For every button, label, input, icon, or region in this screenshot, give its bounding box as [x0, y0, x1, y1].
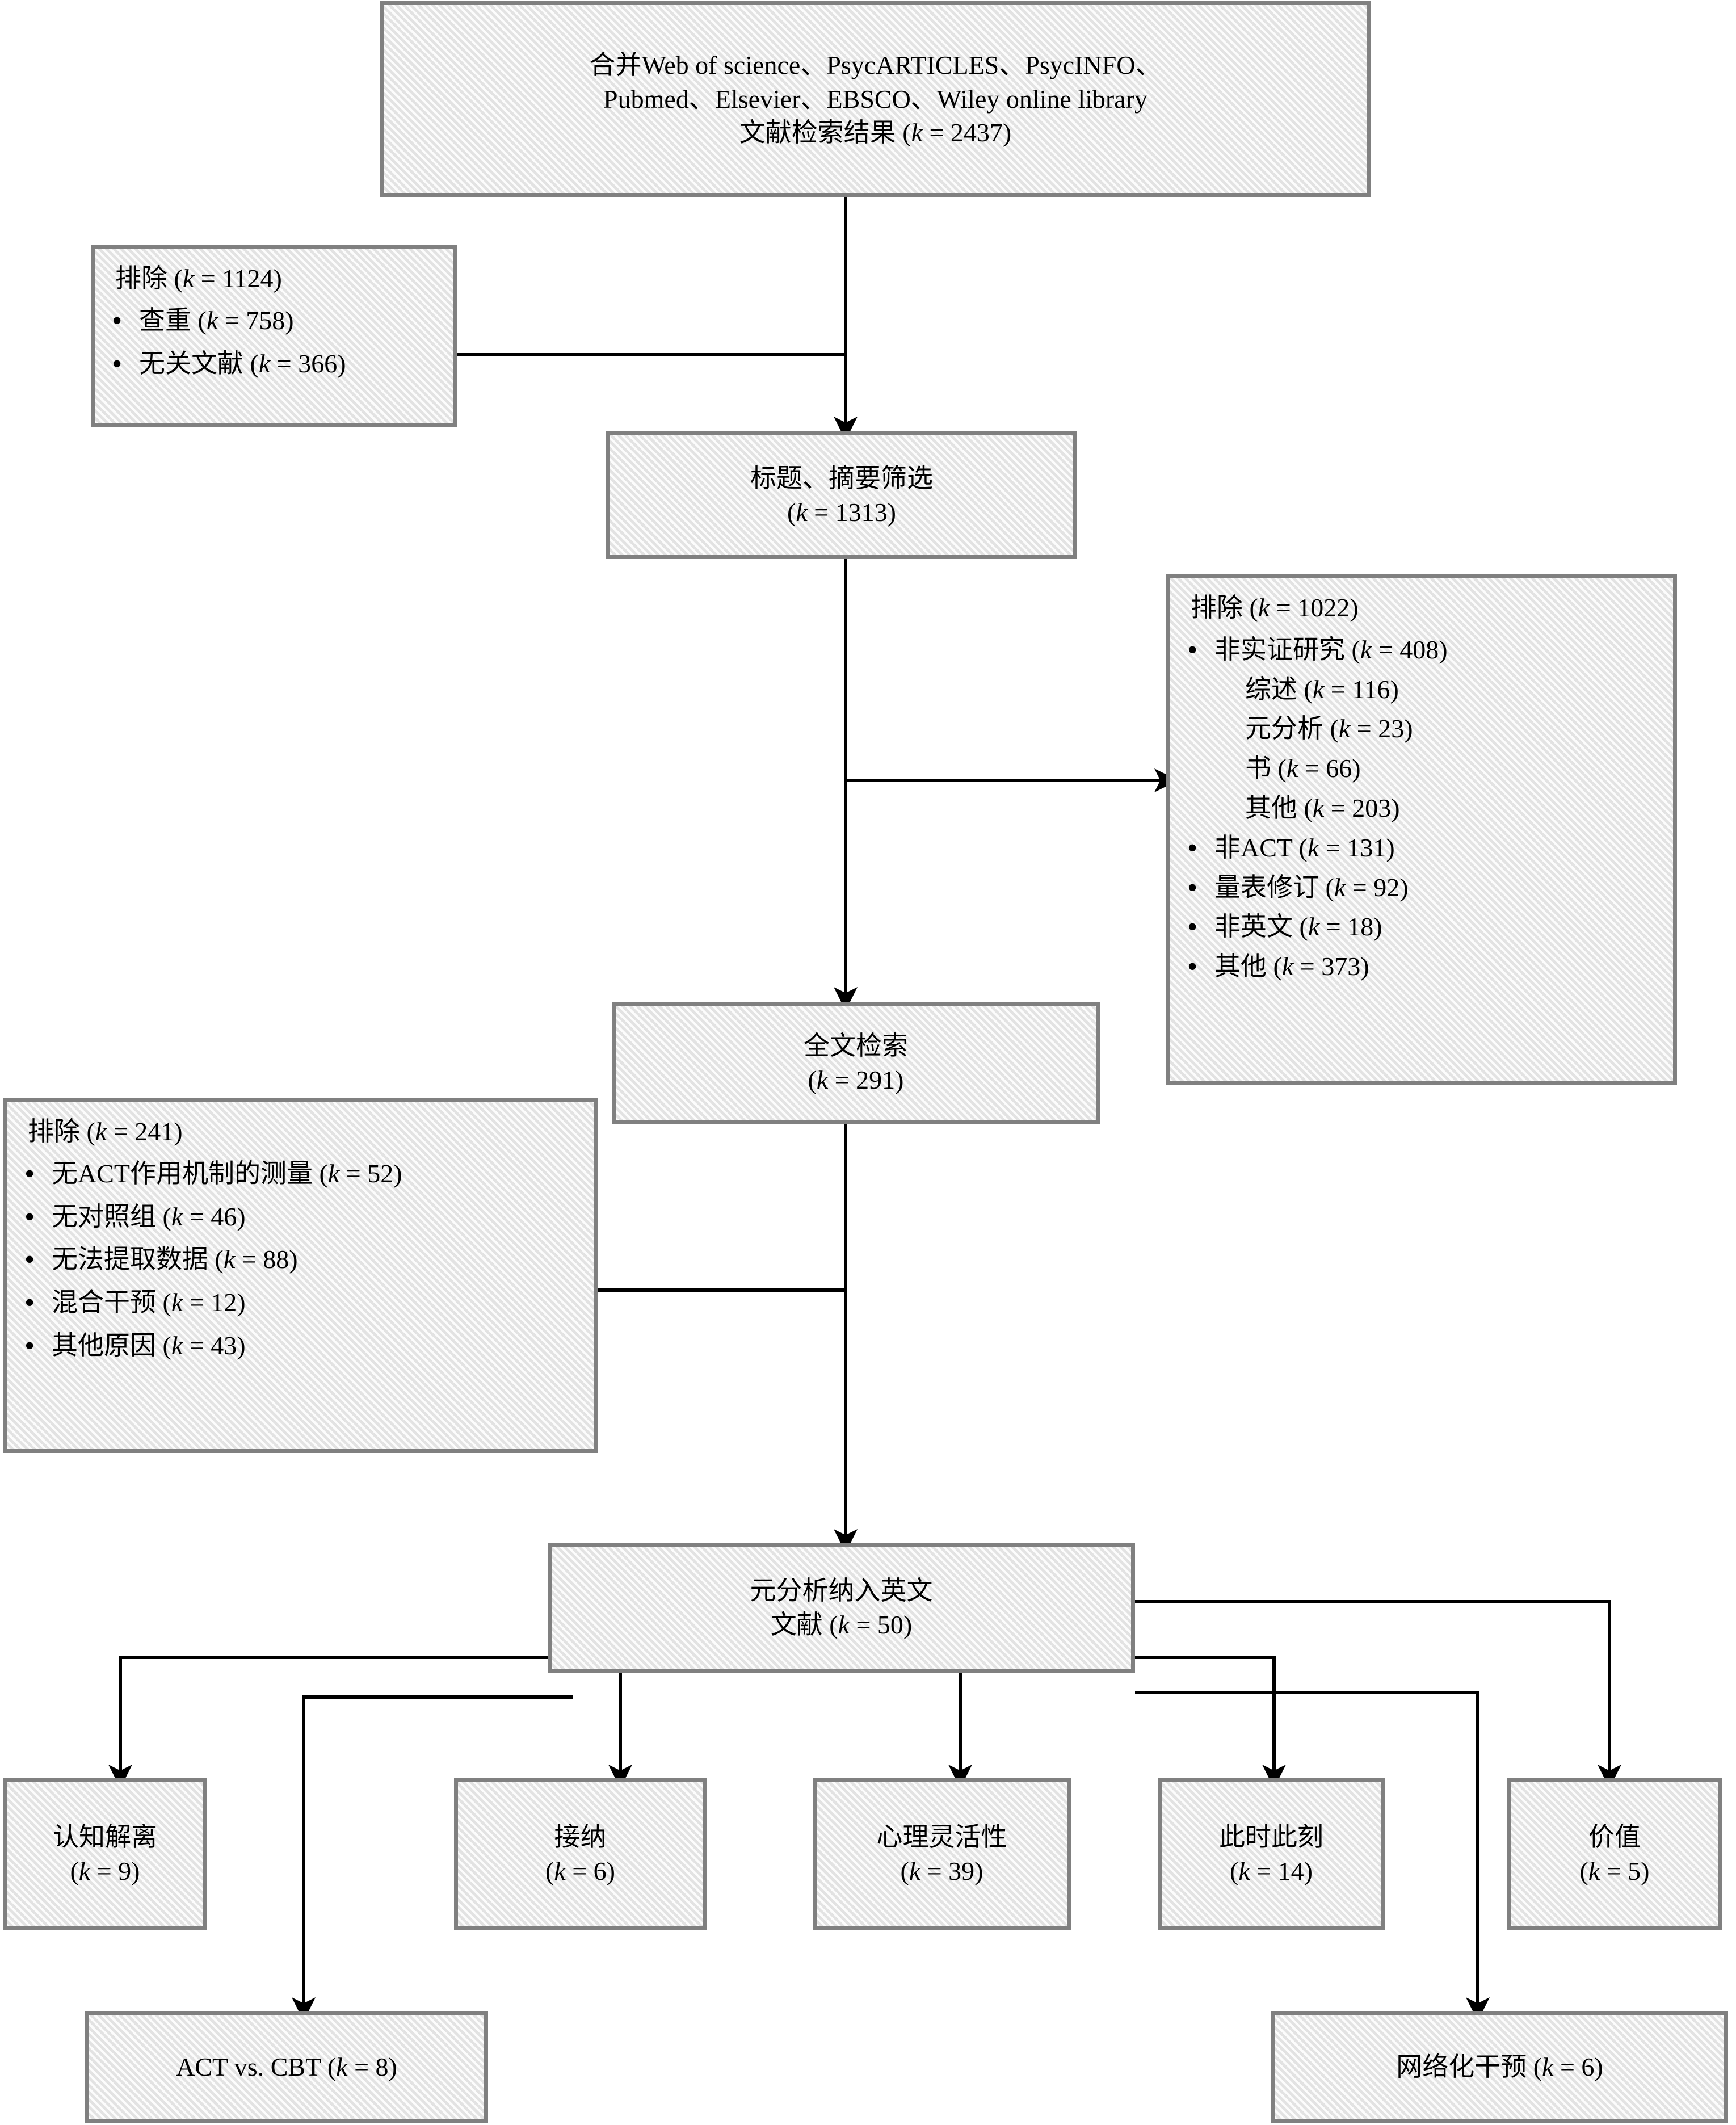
list-item: 非实证研究 (k = 408)	[1183, 632, 1663, 669]
outcome-label: 接纳	[554, 1822, 607, 1852]
list-item: 查重 (k = 758)	[107, 303, 443, 339]
outcome-count: (k = 5)	[1579, 1857, 1650, 1885]
screening-line-2: (k = 1313)	[787, 497, 896, 527]
outcome-count: (k = 14)	[1229, 1857, 1313, 1885]
node-outcome-values: 价值 (k = 5)	[1507, 1778, 1722, 1930]
list-item: 其他 (k = 373)	[1183, 948, 1663, 985]
excluded-eligibility-list: 无ACT作用机制的测量 (k = 52) 无对照组 (k = 46) 无法提取数…	[20, 1156, 583, 1364]
subgroup-label: ACT vs. CBT (k = 8)	[176, 2052, 397, 2082]
excluded-eligibility-heading: 排除 (k = 241)	[28, 1117, 183, 1146]
node-outcome-acceptance: 接纳 (k = 6)	[454, 1778, 707, 1930]
node-outcome-present-moment: 此时此刻 (k = 14)	[1158, 1778, 1385, 1930]
node-fulltext-retrieval: 全文检索 (k = 291)	[612, 1002, 1100, 1124]
edge-included-to-present-moment	[1135, 1656, 1286, 1788]
node-records-identified: 合并Web of science、PsycARTICLES、PsycINFO、 …	[380, 1, 1371, 197]
list-item: 综述 (k = 116)	[1245, 674, 1399, 704]
included-line-2: 文献 (k = 50)	[770, 1610, 913, 1639]
outcome-count: (k = 9)	[70, 1857, 140, 1885]
node-excluded-duplicates: 排除 (k = 1124) 查重 (k = 758) 无关文献 (k = 366…	[91, 245, 457, 427]
outcome-count: (k = 39)	[900, 1857, 983, 1885]
list-item: 混合干预 (k = 12)	[20, 1284, 583, 1321]
outcome-label: 认知解离	[53, 1822, 157, 1852]
outcome-label: 价值	[1588, 1822, 1641, 1852]
edge-included-to-values	[1135, 1600, 1621, 1788]
node-title-abstract-screening: 标题、摘要筛选 (k = 1313)	[606, 431, 1077, 559]
list-item: 量表修订 (k = 92)	[1183, 870, 1663, 906]
fulltext-line-1: 全文检索	[804, 1031, 908, 1060]
list-item: 非英文 (k = 18)	[1183, 909, 1663, 946]
outcome-label: 心理灵活性	[876, 1822, 1007, 1852]
list-item: 其他 (k = 203)	[1245, 793, 1400, 822]
fulltext-line-2: (k = 291)	[808, 1065, 904, 1094]
list-item: 无对照组 (k = 46)	[20, 1199, 583, 1236]
node-outcome-cognitive-defusion: 认知解离 (k = 9)	[3, 1778, 207, 1930]
screening-line-1: 标题、摘要筛选	[750, 463, 933, 493]
records-line-3: 文献检索结果 (k = 2437)	[739, 118, 1012, 148]
excluded-screen-list: 非实证研究 (k = 408) 综述 (k = 116) 元分析 (k = 23…	[1183, 632, 1663, 985]
records-line-2: Pubmed、Elsevier、EBSCO、Wiley online libra…	[603, 84, 1147, 114]
subgroup-label: 网络化干预 (k = 6)	[1396, 2052, 1603, 2082]
outcome-label: 此时此刻	[1219, 1822, 1323, 1852]
node-included-studies: 元分析纳入英文 文献 (k = 50)	[548, 1543, 1135, 1673]
node-excluded-eligibility: 排除 (k = 241) 无ACT作用机制的测量 (k = 52) 无对照组 (…	[3, 1098, 598, 1453]
excluded-screen-heading: 排除 (k = 1022)	[1191, 593, 1359, 622]
list-item: 无法提取数据 (k = 88)	[20, 1241, 583, 1278]
list-item: 书 (k = 66)	[1245, 754, 1361, 783]
edge-included-to-cognitive-defusion	[108, 1656, 573, 1788]
node-subgroup-online-intervention: 网络化干预 (k = 6)	[1271, 2011, 1728, 2123]
included-line-1: 元分析纳入英文	[750, 1576, 933, 1606]
list-item: 无ACT作用机制的测量 (k = 52)	[20, 1156, 583, 1192]
records-line-1: 合并Web of science、PsycARTICLES、PsycINFO、	[589, 50, 1162, 79]
outcome-count: (k = 6)	[545, 1857, 615, 1885]
list-item: 无关文献 (k = 366)	[107, 346, 443, 383]
node-excluded-fulltext-screen: 排除 (k = 1022) 非实证研究 (k = 408) 综述 (k = 11…	[1166, 574, 1677, 1085]
list-item: 其他原因 (k = 43)	[20, 1328, 583, 1364]
excluded-duplicates-list: 查重 (k = 758) 无关文献 (k = 366)	[107, 303, 443, 383]
node-outcome-psychological-flexibility: 心理灵活性 (k = 39)	[813, 1778, 1071, 1930]
list-item: 非ACT (k = 131)	[1183, 830, 1663, 867]
excluded-duplicates-heading: 排除 (k = 1124)	[115, 264, 282, 293]
list-item: 元分析 (k = 23)	[1245, 714, 1413, 744]
node-subgroup-act-vs-cbt: ACT vs. CBT (k = 8)	[85, 2011, 488, 2123]
